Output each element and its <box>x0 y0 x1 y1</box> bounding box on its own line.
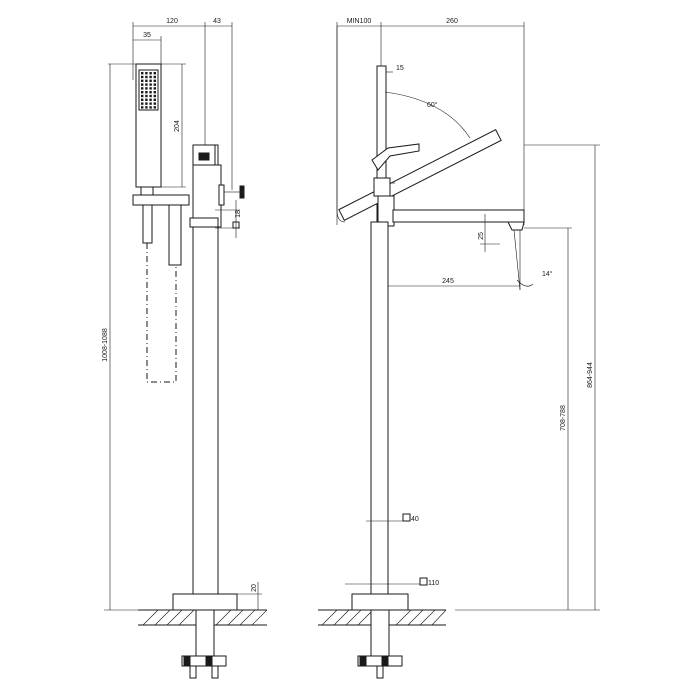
nozzle-dot <box>149 94 152 98</box>
nozzle-dot <box>153 87 156 90</box>
nozzle-dot <box>149 102 152 105</box>
dim-15: 15 <box>396 65 404 72</box>
dim-35: 35 <box>143 32 151 39</box>
nozzle-dot <box>149 106 152 109</box>
dim-120: 120 <box>166 18 178 25</box>
nozzle-dot <box>141 79 144 82</box>
nozzle-dot <box>149 98 152 101</box>
main-riser-left <box>189 144 245 596</box>
nozzle-dot <box>141 87 144 90</box>
nozzle-dot <box>153 106 156 109</box>
dim-864-944: 864-944 <box>587 362 594 388</box>
nozzle-dot <box>153 83 156 86</box>
shower-holder <box>132 186 190 266</box>
dim-1008-1088: 1008-1088 <box>102 328 109 362</box>
nozzle-dot <box>145 94 148 98</box>
left-view: 120 43 35 204 <box>102 18 268 679</box>
dim-18: 18 <box>235 210 242 218</box>
nozzle-dot <box>153 91 156 94</box>
nozzle-dot <box>141 75 144 79</box>
nozzle-dot <box>145 72 148 75</box>
nozzle-dot <box>141 106 144 109</box>
dim-40: 40 <box>411 516 419 523</box>
spray-nozzle-grid <box>141 72 156 109</box>
mixer-body-side <box>373 177 525 231</box>
base-right <box>318 593 447 679</box>
main-riser-right <box>370 221 389 595</box>
dim-14-degrees: 14° <box>542 270 553 278</box>
nozzle-dot <box>149 91 152 94</box>
nozzle-dot <box>145 87 148 90</box>
nozzle-dot <box>149 79 152 82</box>
dim-min100: MIN100 <box>347 18 372 25</box>
base-left <box>138 593 268 679</box>
nozzle-dot <box>153 98 156 101</box>
nozzle-dot <box>145 102 148 105</box>
dim-110: 110 <box>428 580 439 587</box>
nozzle-dot <box>141 91 144 94</box>
dim-20: 20 <box>251 584 258 592</box>
nozzle-dot <box>153 72 156 75</box>
nozzle-dot <box>145 106 148 109</box>
shower-hose <box>146 243 177 383</box>
dim-260: 260 <box>446 18 458 25</box>
nozzle-dot <box>141 72 144 75</box>
nozzle-dot <box>145 98 148 101</box>
nozzle-dot <box>141 98 144 101</box>
dim-245: 245 <box>442 278 454 285</box>
hand-shower-head <box>135 63 162 188</box>
nozzle-dot <box>141 83 144 86</box>
nozzle-dot <box>145 79 148 82</box>
nozzle-dot <box>149 72 152 75</box>
nozzle-dot <box>145 83 148 86</box>
top-dimension-lines-right: MIN100 260 15 <box>336 18 525 225</box>
nozzle-dot <box>153 102 156 105</box>
nozzle-dot <box>149 87 152 90</box>
lever-handle <box>338 129 502 221</box>
nozzle-dot <box>149 83 152 86</box>
nozzle-dot <box>145 91 148 94</box>
dim-43: 43 <box>213 18 221 25</box>
dim-60-degrees: 60° <box>427 101 438 109</box>
nozzle-dot <box>153 94 156 98</box>
nozzle-dot <box>145 75 148 79</box>
nozzle-dot <box>153 79 156 82</box>
right-view: MIN100 260 15 60° <box>318 18 600 679</box>
top-dimension-lines-left: 120 43 35 <box>132 18 233 190</box>
nozzle-dot <box>141 102 144 105</box>
nozzle-dot <box>153 75 156 79</box>
dim-708-788: 708-788 <box>560 405 567 431</box>
dim-25: 25 <box>478 232 485 240</box>
nozzle-dot <box>149 75 152 79</box>
dim-204: 204 <box>174 120 181 132</box>
nozzle-dot <box>141 94 144 98</box>
